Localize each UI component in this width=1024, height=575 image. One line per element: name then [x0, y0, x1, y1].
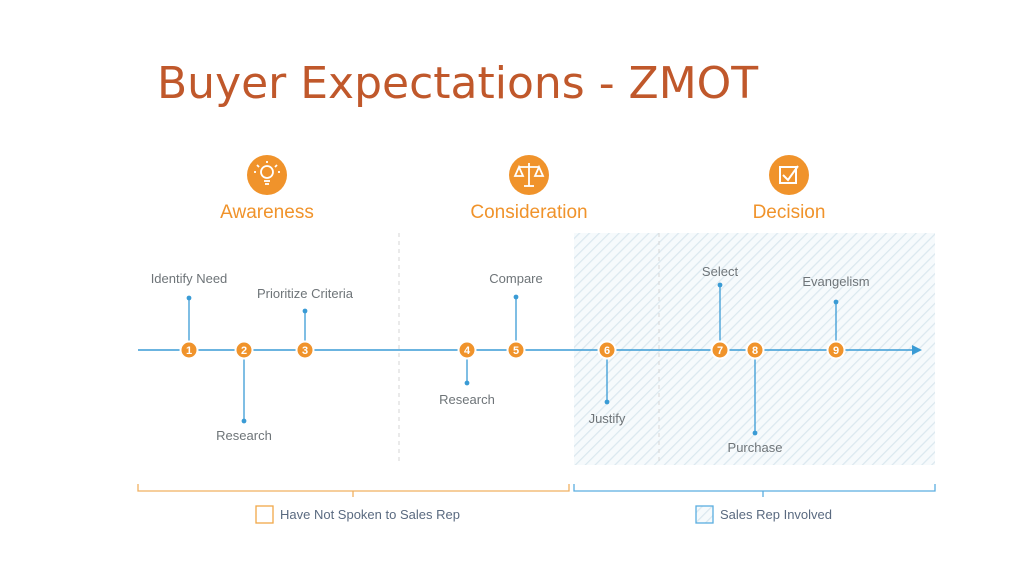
step-number: 7 — [717, 345, 723, 357]
step-label: Compare — [489, 271, 542, 286]
step-number: 4 — [464, 345, 471, 357]
slide-title: Buyer Expectations - ZMOT — [157, 58, 759, 109]
legend-label: Sales Rep Involved — [720, 507, 832, 522]
step-number: 2 — [241, 345, 247, 357]
step-5: 5 Compare — [489, 271, 543, 360]
step-label: Research — [439, 392, 495, 407]
step-label: Purchase — [728, 440, 783, 455]
step-number: 6 — [604, 345, 610, 357]
step-label: Evangelism — [802, 274, 869, 289]
phase-label-awareness: Awareness — [220, 202, 314, 223]
phase-label-decision: Decision — [753, 202, 826, 223]
phase-decision: Decision — [753, 155, 826, 223]
step-marker — [710, 340, 730, 360]
step-marker — [234, 340, 254, 360]
legend-swatch-plain — [255, 505, 274, 524]
no-sales-rep-bracket — [137, 484, 570, 497]
step-marker — [457, 340, 477, 360]
step-marker — [826, 340, 846, 360]
step-marker — [597, 340, 617, 360]
step-label: Research — [216, 428, 272, 443]
step-marker — [295, 340, 315, 360]
step-label: Identify Need — [151, 271, 228, 286]
step-number: 5 — [513, 345, 519, 357]
legend-sales-rep-involved: Sales Rep Involved — [695, 505, 832, 524]
phase-awareness: Awareness — [220, 155, 314, 223]
step-4: 4 Research — [439, 340, 495, 407]
step-marker — [506, 340, 526, 360]
step-number: 9 — [833, 345, 839, 357]
legend-label: Have Not Spoken to Sales Rep — [280, 507, 460, 522]
legend-no-sales-rep: Have Not Spoken to Sales Rep — [255, 505, 460, 524]
timeline-arrowhead — [912, 345, 922, 355]
step-2: 2 Research — [216, 340, 272, 443]
step-number: 8 — [752, 345, 758, 357]
step-marker — [179, 340, 199, 360]
step-label: Justify — [589, 411, 626, 426]
phase-consideration: Consideration — [470, 155, 588, 223]
step-6: 6 Justify — [589, 340, 626, 426]
step-label: Select — [702, 264, 739, 279]
step-9: 9 Evangelism — [802, 274, 870, 360]
step-marker — [745, 340, 765, 360]
step-7: 7 Select — [702, 264, 739, 360]
step-1: 1 Identify Need — [151, 271, 228, 360]
legend-swatch-hatched — [695, 505, 714, 524]
sales-rep-bracket — [573, 484, 936, 497]
checkbox-icon — [769, 155, 809, 195]
step-number: 1 — [186, 345, 192, 357]
step-8: 8 Purchase — [728, 340, 783, 455]
step-number: 3 — [302, 345, 308, 357]
phase-label-consideration: Consideration — [470, 202, 587, 223]
step-label: Prioritize Criteria — [257, 286, 354, 301]
step-3: 3 Prioritize Criteria — [257, 286, 354, 360]
